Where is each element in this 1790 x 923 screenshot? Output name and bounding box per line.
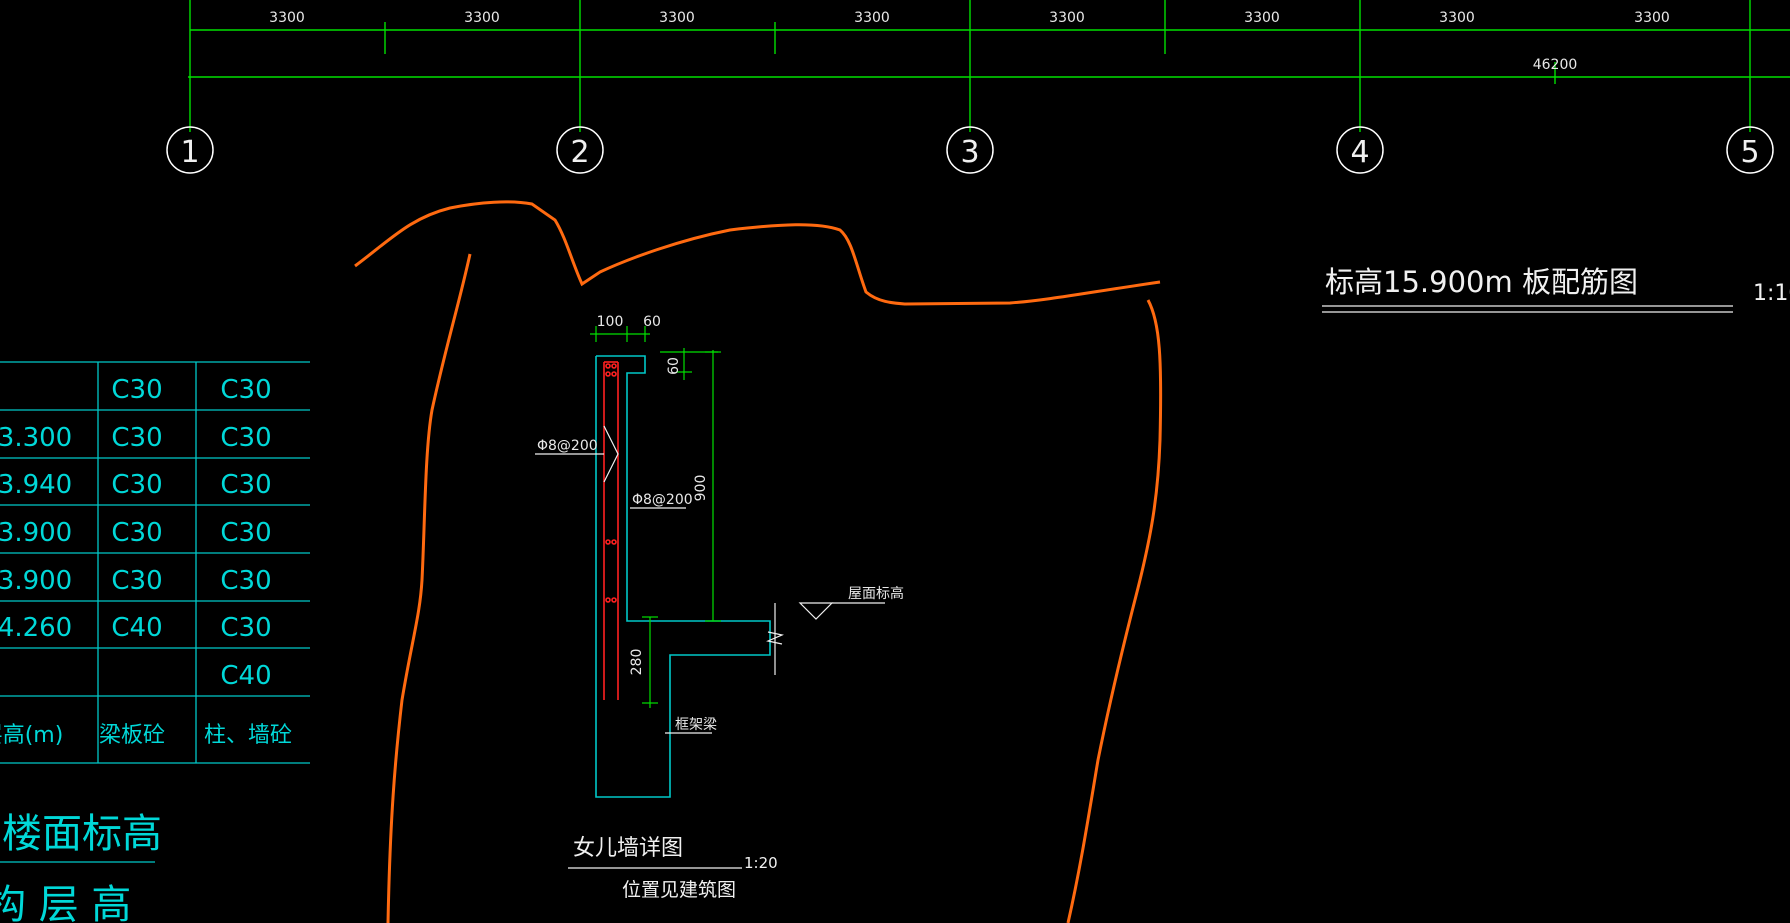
table-cell-beam-slab: C40 <box>111 613 162 643</box>
span-label-5: 3300 <box>1049 10 1085 26</box>
span-label-1: 3300 <box>269 10 305 26</box>
dim-cap: 60 <box>643 314 661 330</box>
dim-height: 900 <box>693 475 709 502</box>
frame-beam-label: 框架梁 <box>675 717 717 733</box>
span-label-8: 3300 <box>1634 10 1670 26</box>
table-cell-column-wall: C30 <box>220 613 271 643</box>
roof-level-label: 屋面标高 <box>848 585 904 602</box>
header-height: 层高(m) <box>0 723 63 748</box>
parapet-title-block: 女儿墙详图 1:20 位置见建筑图 <box>568 836 778 901</box>
axis-number-2: 2 <box>570 135 589 170</box>
table-cell-beam-slab: C30 <box>111 518 162 548</box>
axis-number-4: 4 <box>1350 135 1369 170</box>
axis-bubble-2[interactable] <box>556 126 604 174</box>
plan-scale: 1:10 <box>1753 281 1790 306</box>
revision-cloud <box>354 200 1163 923</box>
level-table-cells: C30 C30 3.300 C30 C30 3.940 C30 C30 3.90… <box>0 375 272 691</box>
span-label-6: 3300 <box>1244 10 1280 26</box>
axis-number-5: 5 <box>1740 135 1759 170</box>
table-cell-column-wall: C30 <box>220 470 271 500</box>
floor-elevation-label: 楼面标高 <box>2 811 162 857</box>
dim-cap-height: 60 <box>666 357 682 375</box>
parapet-labels: 100 60 60 900 280 Φ8@200 Φ8@200 屋面标高 框架梁 <box>537 314 904 733</box>
table-cell-column-wall: C40 <box>220 661 271 691</box>
rebar-horizontal-label: Φ8@200 <box>632 492 693 508</box>
header-beam-slab: 梁板砼 <box>99 723 165 748</box>
axis-bubble-5[interactable] <box>1726 126 1774 174</box>
table-cell-height: 3.940 <box>0 470 72 500</box>
parapet-scale: 1:20 <box>744 854 778 872</box>
axis-bubble-3[interactable] <box>946 126 994 174</box>
table-cell-height: 3.900 <box>0 566 72 596</box>
level-table-grid <box>0 361 310 863</box>
axis-bubbles <box>166 126 1774 174</box>
table-cell-column-wall: C30 <box>220 566 271 596</box>
table-cell-column-wall: C30 <box>220 518 271 548</box>
axis-span-labels: 3300 3300 3300 3300 3300 3300 3300 3300 … <box>269 10 1670 73</box>
table-cell-column-wall: C30 <box>220 423 271 453</box>
axis-bubble-labels: 1 2 3 4 5 <box>180 135 1759 170</box>
table-cell-beam-slab: C30 <box>111 470 162 500</box>
total-span-label: 46200 <box>1533 57 1578 73</box>
parapet-section-outline <box>595 355 771 798</box>
span-label-2: 3300 <box>464 10 500 26</box>
axis-number-1: 1 <box>180 135 199 170</box>
span-label-4: 3300 <box>854 10 890 26</box>
parapet-leaders <box>535 425 885 734</box>
plan-title: 标高15.900m 板配筋图 <box>1325 265 1638 299</box>
table-cell-beam-slab: C30 <box>111 423 162 453</box>
span-label-7: 3300 <box>1439 10 1475 26</box>
table-cell-height: 3.900 <box>0 518 72 548</box>
rebar-vertical-label: Φ8@200 <box>537 438 598 454</box>
axis-bubble-4[interactable] <box>1336 126 1384 174</box>
parapet-dimensions <box>590 326 721 708</box>
table-cell-column-wall: C30 <box>220 375 271 405</box>
table-cell-height: 3.300 <box>0 423 72 453</box>
axis-dimension-chain <box>188 0 1790 132</box>
plan-title-block: 标高15.900m 板配筋图 1:10 <box>1322 265 1790 313</box>
table-cell-beam-slab: C30 <box>111 375 162 405</box>
parapet-subtitle: 位置见建筑图 <box>622 879 736 901</box>
dim-thickness: 100 <box>597 314 624 330</box>
span-label-3: 3300 <box>659 10 695 26</box>
level-table-header: 层高(m) 梁板砼 柱、墙砼 <box>0 723 292 748</box>
header-column-wall: 柱、墙砼 <box>204 723 292 748</box>
structure-height-label: 构 层 高 <box>0 882 131 923</box>
table-cell-beam-slab: C30 <box>111 566 162 596</box>
parapet-title: 女儿墙详图 <box>573 836 683 861</box>
axis-bubble-1[interactable] <box>166 126 214 174</box>
table-cell-height: 4.260 <box>0 613 72 643</box>
axis-number-3: 3 <box>960 135 979 170</box>
parapet-rebar <box>603 361 619 700</box>
dim-beam: 280 <box>629 649 645 676</box>
